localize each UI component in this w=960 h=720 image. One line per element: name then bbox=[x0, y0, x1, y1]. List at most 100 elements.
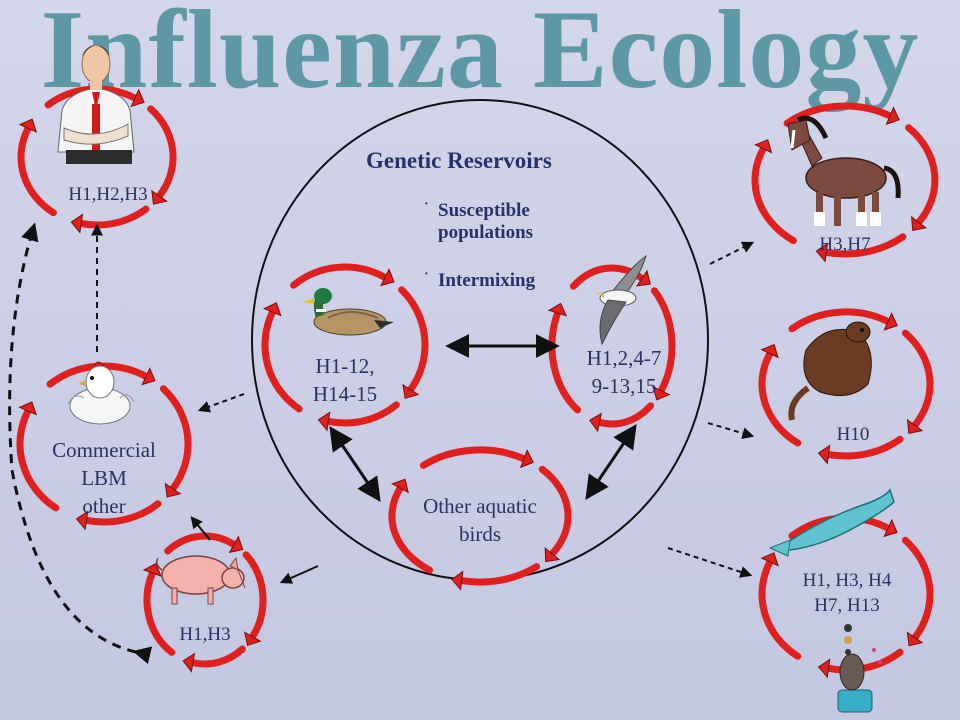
label-line: H1,2,4-7 bbox=[586, 346, 662, 370]
seabird-otherbirds-arrow bbox=[585, 424, 637, 500]
mink-cycle-bottom-arrowhead bbox=[817, 444, 831, 465]
horse-cycle-left-lower-arrowhead bbox=[754, 139, 773, 154]
reservoir-mink-arrow bbox=[707, 422, 755, 440]
bullet-line: populations bbox=[438, 222, 534, 243]
duck-cycle-top-arc bbox=[290, 263, 389, 289]
poultry-cycle-right-arrowhead bbox=[164, 482, 182, 498]
horse-cycle-bottom-arc bbox=[822, 233, 907, 258]
label-line: H10 bbox=[836, 424, 870, 445]
poultry-label: Commercial LBM other bbox=[42, 436, 166, 520]
label-line: H7, H13 bbox=[814, 595, 880, 616]
human-cycle-right-arrowhead bbox=[151, 189, 168, 205]
mink-icon bbox=[788, 321, 872, 421]
duck-cycle-left-lower-arrowhead bbox=[262, 302, 282, 317]
pig-poultry-arrow bbox=[190, 516, 211, 541]
otherbirds-cycle-top-arc bbox=[419, 446, 528, 469]
reservoir-poultry-arrow bbox=[197, 393, 245, 413]
pig-cycle-right-arrowhead bbox=[243, 631, 262, 647]
chicken-icon bbox=[67, 361, 135, 425]
human-cycle-bottom-arrowhead bbox=[70, 213, 84, 234]
reservoir-bullet-susceptible: · Susceptible populations bbox=[424, 197, 534, 244]
whale-cycle-bottom-arrowhead bbox=[817, 658, 831, 679]
reservoir-whale-arrow bbox=[667, 547, 753, 578]
gull-icon bbox=[596, 254, 647, 346]
pig-icon bbox=[155, 555, 246, 605]
horse-icon bbox=[787, 115, 901, 226]
duck-cycle-top-arrowhead bbox=[380, 268, 395, 287]
seabird-cycle-right-arc bbox=[650, 287, 676, 395]
marine-mammal-label: H1, H3, H4 H7, H13 bbox=[792, 568, 902, 618]
label-line: LBM bbox=[81, 466, 127, 490]
reservoir-pig-arrow bbox=[279, 565, 319, 584]
label-line: Commercial bbox=[52, 438, 156, 462]
label-line: H1,H2,H3 bbox=[68, 184, 148, 205]
pig-cycle-top-arc bbox=[164, 532, 238, 555]
businessman-icon bbox=[57, 44, 135, 164]
mink-cycle-right-arrowhead bbox=[906, 418, 924, 435]
genetic-reservoirs-heading: Genetic Reservoirs bbox=[366, 148, 552, 173]
duck-otherbirds-arrow bbox=[329, 426, 381, 502]
equine-label: H3,H7 bbox=[800, 232, 890, 257]
label-line: H1,H3 bbox=[179, 624, 231, 645]
pig-cycle-right-arc bbox=[242, 551, 267, 641]
whale-cycle-right-arc bbox=[901, 536, 934, 642]
horse-cycle-left-lower-arc bbox=[751, 145, 797, 245]
mink-cycle-left-lower-arrowhead bbox=[760, 343, 779, 359]
whale-cycle-left-lower-arc bbox=[758, 558, 802, 660]
transmission-cycles bbox=[16, 85, 939, 679]
otherbirds-cycle-left-lower-arrowhead bbox=[391, 478, 409, 494]
label-line: H1-12, bbox=[315, 354, 375, 378]
mink-cycle-left-lower-arc bbox=[758, 350, 802, 447]
mallard-duck-icon bbox=[302, 288, 394, 336]
swine-label: H1,H3 bbox=[160, 622, 250, 647]
otherbirds-cycle-right-arrowhead bbox=[544, 546, 561, 563]
label-line: H1, H3, H4 bbox=[802, 570, 892, 591]
label-line: Other aquatic bbox=[423, 494, 537, 518]
poultry-cycle-right-arc bbox=[159, 385, 192, 493]
reservoir-bullet-intermixing: · Intermixing bbox=[424, 267, 535, 292]
label-line: other bbox=[82, 494, 126, 518]
seabird-label: H1,2,4-7 9-13,15 bbox=[574, 344, 674, 400]
horse-cycle-top-arrowhead bbox=[885, 106, 900, 126]
whale-cycle-bottom-arc bbox=[825, 648, 904, 674]
pig-cycle-bottom-arrowhead bbox=[182, 652, 196, 673]
page-title: Influenza Ecology bbox=[40, 0, 920, 112]
bullet-marker: · bbox=[424, 267, 429, 282]
label-line: H3,H7 bbox=[819, 234, 871, 255]
whale-cycle-top-arrowhead bbox=[883, 518, 898, 538]
human-cycle-bottom-arc bbox=[77, 205, 150, 229]
horse-cycle-right-arc bbox=[905, 124, 939, 226]
seabird-cycle-bottom-arrowhead bbox=[588, 412, 603, 433]
otherbirds-cycle-top-arrowhead bbox=[519, 449, 534, 469]
human-label: H1,H2,H3 bbox=[58, 182, 158, 207]
human-cycle-left-lower-arrowhead bbox=[18, 118, 38, 133]
otherbirds-cycle-right-arc bbox=[538, 465, 572, 558]
label-line: H14-15 bbox=[312, 382, 378, 406]
seabird-cycle-left-lower-arrowhead bbox=[547, 302, 568, 317]
pig-cycle-bottom-arc bbox=[189, 645, 246, 668]
horse-cycle-right-arrowhead bbox=[911, 215, 928, 231]
otherbirds-cycle-bottom-arc bbox=[458, 563, 541, 586]
horse-cycle-bottom-arrowhead bbox=[815, 242, 829, 263]
label-line: birds bbox=[459, 522, 501, 546]
pig-cycle-top-arrowhead bbox=[228, 535, 244, 554]
mustelid-label: H10 bbox=[818, 422, 888, 447]
bullet-marker: · bbox=[424, 197, 429, 212]
human-cycle-left-lower-arc bbox=[17, 124, 57, 217]
otherbirds-cycle-bottom-arrowhead bbox=[451, 570, 464, 591]
whale-and-seal-icon bbox=[768, 488, 895, 713]
seabird-cycle-bottom-arc bbox=[596, 402, 655, 428]
duck-cycle-right-arc bbox=[398, 286, 429, 394]
label-line: 9-13,15 bbox=[591, 374, 657, 398]
bullet-line: Susceptible bbox=[438, 200, 530, 221]
horse-cycle-top-arc bbox=[783, 102, 894, 127]
duck-label: H1-12, H14-15 bbox=[295, 352, 395, 408]
whale-cycle-left-lower-arrowhead bbox=[760, 552, 779, 567]
whale-cycle-right-arrowhead bbox=[906, 631, 924, 647]
seabird-cycle-right-arrowhead bbox=[652, 385, 671, 401]
duck-cycle-bottom-arc bbox=[324, 401, 400, 427]
duck-cycle-right-arrowhead bbox=[402, 383, 420, 399]
seabird-cycle-top-arrowhead bbox=[635, 269, 651, 287]
reservoir-horse-arrow bbox=[709, 241, 755, 265]
